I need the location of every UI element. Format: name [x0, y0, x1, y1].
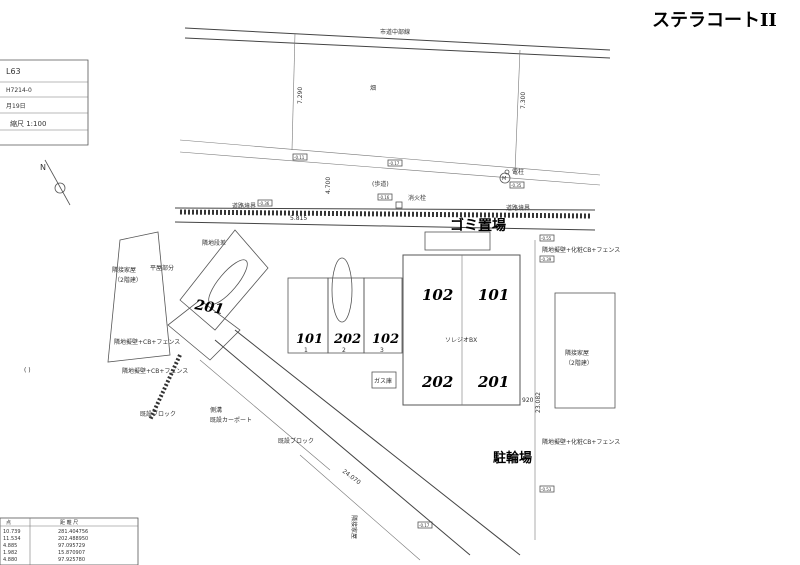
table-cell: 97.925780	[58, 557, 85, 563]
building-name: ソレジオBX	[445, 337, 477, 344]
elev-6: -0.55	[541, 236, 552, 241]
table-cell: 10.739	[3, 529, 21, 535]
dist-b-label: 7.300	[520, 92, 527, 109]
title-line1: L63	[6, 67, 21, 76]
utility-pole-icon	[504, 169, 510, 175]
fence-left-label: 隣地擬壁+CB+フェンス	[114, 338, 180, 346]
bike-parking-label: 駐輪場	[493, 450, 532, 466]
parking-slot-201: 201	[167, 229, 269, 361]
gas-store-label: ガス庫	[374, 377, 392, 385]
elev-1: -0.11	[294, 155, 305, 160]
unit-102-label: 102	[422, 286, 453, 304]
elev-7: -0.39	[541, 257, 552, 262]
title-line3: 月19日	[6, 103, 26, 110]
elevation-markers: -0.11 -0.17 -0.35 -0.16 -0.36 -0.55 -0.3…	[257, 153, 555, 529]
field-label: 畑	[370, 84, 376, 92]
elev-2: -0.17	[389, 161, 400, 166]
table-cell: 15.870907	[58, 550, 85, 556]
fence-lower-left-label: 隣地擬壁+CB+フェンス	[122, 367, 188, 375]
neighbor-right-line1: 隣接家屋	[565, 349, 589, 357]
dist-d-label: 24.070	[341, 468, 362, 486]
main-building: 102 101 202 201 ソレジオBX ガス庫 920	[371, 254, 534, 406]
property-name: ステラコートII	[652, 10, 777, 31]
title-line2: H7214-0	[6, 87, 32, 94]
car-icon	[208, 259, 248, 305]
coordinate-table: 点 距 離 尺 10.739 281.404756 11.534 202.488950 4.…	[0, 517, 139, 565]
parking-101-label: 101	[296, 332, 323, 347]
table-cell: 11.534	[3, 536, 21, 542]
elev-4: -0.16	[379, 195, 390, 200]
road-boundary-left: 道路境界	[232, 202, 256, 210]
diagonal-driveway: 24.070 側溝 既設カーポート 既設ブロック 既設ブロック 隣接家屋	[140, 329, 521, 561]
field-area: 畑 7.290 7.300 4.700	[179, 32, 601, 194]
top-road-label: 市道中部線	[380, 28, 410, 36]
scale-label: 縮尺 1:100	[10, 119, 46, 128]
unit-202-label: 202	[421, 373, 453, 391]
svg-text:N: N	[40, 163, 46, 172]
car-icon-2	[331, 257, 353, 323]
table-header: 距 離 尺	[60, 519, 78, 526]
table-cell: 4.885	[3, 543, 17, 549]
table-cell: 1.982	[3, 550, 17, 556]
road-width-label: 5.815	[290, 215, 307, 222]
road-boundary-right: 道路境界	[506, 204, 530, 212]
table-cell: 97.095729	[58, 543, 85, 549]
dist-e-label: 23.082	[535, 392, 542, 413]
walkway-strip: 5.815 道路境界 道路境界	[174, 202, 596, 231]
parking-202-label: 202	[333, 332, 361, 347]
neighbor-left-line2: （2階建）	[114, 276, 142, 284]
slot-3: 3	[380, 347, 384, 354]
elev-9: -0.17	[419, 523, 430, 528]
fence-right-bottom-label: 隣地擬壁+化粧CB+フェンス	[542, 438, 620, 446]
elev-5: -0.36	[259, 201, 270, 206]
elev-8: -0.53	[541, 487, 552, 492]
garbage-area-label: ゴミ置場	[450, 217, 506, 234]
left-neighbor: 隣接家屋 （2階建） 平屋部分 隣地段差 隣地擬壁+CB+フェンス 隣地擬壁+C…	[24, 231, 226, 375]
elev-3: -0.35	[511, 183, 522, 188]
slot-2: 2	[342, 347, 346, 354]
garbage-area	[424, 231, 491, 251]
carport-label: 既設カーポート	[210, 416, 252, 424]
table-header: 点	[6, 520, 11, 526]
table-cell: 202.488950	[58, 536, 88, 542]
slope-label: 側溝	[210, 406, 222, 414]
parking-102-label: 102	[372, 332, 399, 347]
unit-101-label: 101	[478, 286, 509, 304]
title-block: L63 H7214-0 月19日 縮尺 1:100	[0, 59, 89, 146]
top-road: 市道中部線	[184, 27, 611, 59]
right-neighbor: 隣接家屋 （2階建） 隣地擬壁+化粧CB+フェンス 隣地擬壁+化粧CB+フェンス…	[493, 240, 620, 540]
dist-f-label: 920	[522, 397, 534, 404]
dist-c-label: 4.700	[325, 177, 332, 194]
parking-row: 101 202 102 1 2 3	[287, 257, 403, 354]
paren-mark: ( )	[24, 367, 31, 374]
neighbor-right-line2: （2階建）	[565, 359, 593, 367]
hydrant-icon	[395, 201, 403, 209]
block-bottom-label: 既設ブロック	[278, 437, 314, 445]
parking-201-label: 201	[193, 297, 226, 318]
north-arrow-icon: N	[40, 159, 71, 206]
fence-right-top-label: 隣地擬壁+化粧CB+フェンス	[542, 246, 620, 254]
slot-1: 1	[304, 347, 308, 354]
neighbor-left-line1: 隣接家屋	[112, 266, 136, 274]
utility-pole-label: 電柱	[512, 168, 524, 176]
gas-store	[371, 371, 397, 389]
block-left-label: 既設ブロック	[140, 410, 176, 418]
table-cell: 281.404756	[58, 529, 88, 535]
unit-201-label: 201	[477, 373, 509, 391]
level-diff-label: 隣地段差	[202, 239, 226, 247]
walkway-label: (歩道)	[372, 180, 389, 188]
neighbor-bottom-label: 隣接家屋	[350, 515, 358, 539]
manhole-label: M	[502, 176, 506, 182]
hydrant-label: 消火栓	[408, 194, 426, 202]
dist-a-label: 7.290	[297, 87, 304, 104]
flat-roof-label: 平屋部分	[150, 264, 174, 272]
table-cell: 4.880	[3, 557, 17, 563]
